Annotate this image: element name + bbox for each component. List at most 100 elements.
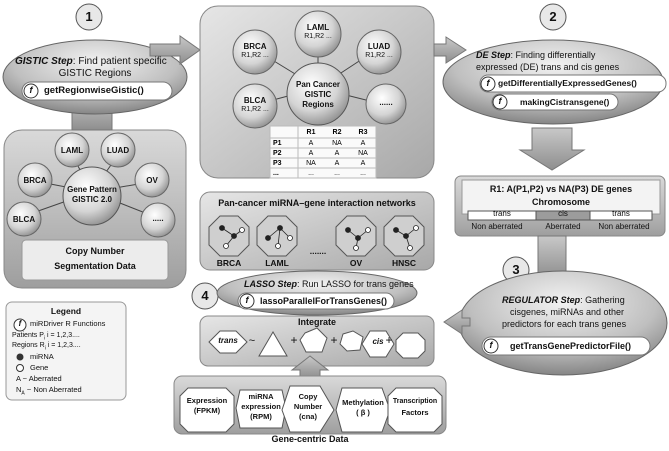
pan-node-dots <box>365 83 407 125</box>
step-3-number: 3 <box>512 262 520 277</box>
regulator-desc: REGULATOR Step: Gathering <box>502 295 625 305</box>
legend-gene-dot <box>16 364 24 372</box>
pan-node-center <box>286 62 350 126</box>
step-2-badge <box>539 3 567 31</box>
integrate-plus-3: + <box>385 333 393 347</box>
regulator-desc3: predictors for each trans genes <box>502 319 627 329</box>
step-1-number: 1 <box>85 9 93 24</box>
pan-node-brca <box>232 29 278 75</box>
cn-luad: LUAD <box>106 146 130 155</box>
legend-title: Legend <box>50 306 82 316</box>
integrate-title: Integrate <box>297 317 336 327</box>
node-laml <box>54 132 90 168</box>
networks-title: Pan-cancer miRNA–gene interaction networ… <box>218 198 416 208</box>
seg-trans-2: trans <box>612 209 630 218</box>
legend-gene: Gene <box>30 363 49 372</box>
cn-caption1: Copy Number <box>65 246 125 256</box>
integrate-cis: cis <box>372 337 384 346</box>
de-result-title: R1: A(P1,P2) vs NA(P3) DE genes <box>489 184 633 194</box>
gene-centric-shapes <box>179 385 443 433</box>
network-brca: BRCA <box>216 258 242 268</box>
pan-table-cell: NA <box>358 150 368 157</box>
node-blca <box>6 201 42 237</box>
integrate-plus-1: + <box>290 333 298 347</box>
legend-mirna-dot <box>16 353 24 361</box>
legend-f-icon: f <box>18 319 22 328</box>
gistic-f-icon: f <box>29 85 33 95</box>
gene-centric-title: Gene-centric Data <box>271 434 349 444</box>
pan-luad-sub: R1,R2 ... <box>365 52 393 59</box>
legend-aberrated: A ~ Aberrated <box>16 374 62 383</box>
pan-laml: LAML <box>306 23 330 32</box>
de-func1-box <box>479 74 667 93</box>
pan-brca-sub: R1,R2 ... <box>241 52 269 59</box>
cn-ov: OV <box>146 176 158 185</box>
gc-mirna-1: miRNA <box>248 392 274 401</box>
regulator-func-box <box>481 336 651 356</box>
cn-blca: BLCA <box>12 215 36 224</box>
regulator-function[interactable]: getTransGenePredictorFile() <box>510 341 632 351</box>
pan-luad: LUAD <box>367 42 391 51</box>
pan-table-cell: P1 <box>273 140 282 147</box>
pan-table-cell: P2 <box>273 150 282 157</box>
gc-tf-1: Transcription <box>392 398 438 405</box>
pan-blca-sub: R1,R2 ... <box>241 106 269 113</box>
seg-trans-1: trans <box>493 209 511 218</box>
gc-cna-2: Number <box>293 402 323 411</box>
lasso-function[interactable]: lassoParallelForTransGenes() <box>260 296 388 306</box>
lasso-desc: LASSO Step: Run LASSO for trans genes <box>244 279 414 289</box>
pan-table-cell: NA <box>306 160 316 167</box>
pan-table-cell: A <box>334 160 340 167</box>
de-function1[interactable]: getDifferentiallyExpressedGenes() <box>498 78 637 88</box>
gistic-f-icon-circle <box>23 83 39 99</box>
gc-expression-1: Expression <box>186 396 228 405</box>
arrow-gistic-to-pan <box>149 35 201 65</box>
arrow-de-down <box>518 127 586 171</box>
cn-caption2: Segmentation Data <box>54 261 136 271</box>
gistic-function[interactable]: getRegionwiseGistic() <box>44 85 144 96</box>
pan-table-cell: P3 <box>273 160 282 167</box>
cn-brca: BRCA <box>23 176 47 185</box>
network-octagons <box>208 215 425 257</box>
lasso-func-box <box>237 292 395 310</box>
network-ov: OV <box>349 258 363 268</box>
node-luad <box>100 132 136 168</box>
step-2-number: 2 <box>549 9 557 24</box>
networks-panel <box>199 191 435 271</box>
gc-mirna-2: expression <box>241 402 281 411</box>
gc-methylation-1: Methylation <box>342 398 384 407</box>
pan-brca: BRCA <box>243 42 267 51</box>
de-result-chrom: Chromosome <box>531 197 590 207</box>
label-aberrated: Aberrated <box>545 222 581 231</box>
pan-table-cell: R3 <box>358 129 368 136</box>
de-step-desc2: expressed (DE) trans and cis genes <box>476 62 620 72</box>
de-function2[interactable]: makingCistransgene() <box>520 97 610 107</box>
pan-table-cell: R2 <box>332 129 342 136</box>
pan-table-cell: NA <box>332 140 342 147</box>
gc-tf-2: Factors <box>401 408 429 417</box>
regulator-desc2: cisgenes, miRNAs and other <box>510 307 625 317</box>
pan-center: Pan Cancer <box>295 80 341 89</box>
pan-table-box <box>269 125 377 179</box>
arrow-pan-to-de <box>433 36 467 64</box>
gc-expression-2: (FPKM) <box>193 406 221 415</box>
integrate-shapes <box>208 327 426 359</box>
node-dots <box>140 202 176 238</box>
pan-table-cell: A <box>360 140 366 147</box>
cn-laml: LAML <box>60 146 84 155</box>
integrate-plus-2: + <box>330 333 338 347</box>
gistic-step-desc2: GISTIC Regions <box>58 68 132 79</box>
legend-non-aberrated: NA ~ Non Aberrated <box>16 385 82 397</box>
pan-table-cell: A <box>334 150 340 157</box>
pan-table-cell: ... <box>308 170 314 177</box>
gistic-step-desc: GISTIC Step: Find patient specific <box>15 56 167 67</box>
integrate-trans: trans <box>218 336 238 345</box>
legend-patients: Patients Pi i = 1,2,3.... <box>12 332 80 342</box>
pan-table-cell <box>270 127 298 139</box>
step-1-badge <box>75 3 103 31</box>
copy-number-caption-box <box>21 239 169 281</box>
